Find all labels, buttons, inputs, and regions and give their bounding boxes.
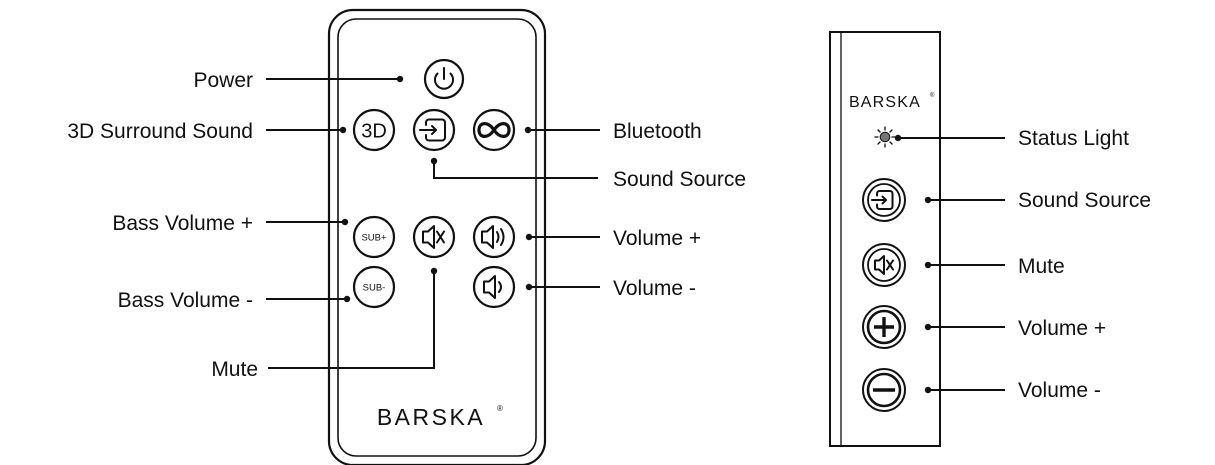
callout-bass-up: Bass Volume + bbox=[112, 212, 253, 235]
mute-icon bbox=[422, 225, 445, 249]
remote-power-button[interactable] bbox=[423, 58, 465, 100]
callout-3d-surround: 3D Surround Sound bbox=[67, 120, 253, 143]
remote-sub-minus-label: SUB- bbox=[363, 283, 386, 294]
mute-icon bbox=[874, 255, 894, 275]
callout-soundbar-volume-up: Volume + bbox=[1018, 317, 1106, 340]
callout-power: Power bbox=[193, 69, 253, 92]
remote-brand-logo: BARSKA ® bbox=[377, 404, 503, 430]
power-icon bbox=[434, 72, 454, 90]
remote-bass-down-button[interactable]: SUB- bbox=[352, 265, 396, 309]
callout-remote-mute: Mute bbox=[211, 358, 258, 381]
input-source-icon bbox=[871, 190, 894, 210]
remote-bass-up-button[interactable]: SUB+ bbox=[352, 215, 396, 259]
callout-remote-volume-down: Volume - bbox=[613, 277, 696, 300]
callout-soundbar-volume-down: Volume - bbox=[1018, 379, 1101, 402]
soundbar-volume-down-button[interactable] bbox=[862, 368, 906, 412]
speaker-soft-icon bbox=[483, 275, 502, 299]
callout-bluetooth: Bluetooth bbox=[613, 120, 702, 143]
bluetooth-infinity-icon bbox=[477, 122, 511, 138]
remote-3d-button[interactable]: 3D bbox=[352, 108, 396, 152]
soundbar-source-button[interactable] bbox=[862, 178, 906, 222]
remote-volume-up-button[interactable] bbox=[472, 215, 516, 259]
soundbar-brand-text: BARSKA bbox=[849, 94, 921, 111]
callout-remote-volume-up: Volume + bbox=[613, 227, 701, 250]
remote-mute-button[interactable] bbox=[412, 215, 456, 259]
soundbar-mute-button[interactable] bbox=[862, 243, 906, 287]
callout-bass-down: Bass Volume - bbox=[118, 289, 253, 312]
remote-source-button[interactable] bbox=[412, 108, 456, 152]
soundbar-panel: BARSKA ® bbox=[829, 31, 1151, 447]
input-source-icon bbox=[419, 118, 446, 142]
remote-brand-mark: ® bbox=[497, 404, 503, 413]
remote-volume-down-button[interactable] bbox=[472, 265, 516, 309]
soundbar-volume-up-button[interactable] bbox=[862, 305, 906, 349]
remote-callout-lines bbox=[266, 75, 600, 369]
speaker-loud-icon bbox=[481, 225, 505, 249]
remote-control: 3D SUB+ bbox=[67, 8, 746, 465]
soundbar-brand-logo: BARSKA ® bbox=[849, 92, 935, 111]
callout-soundbar-mute: Mute bbox=[1018, 255, 1065, 278]
status-light-indicator bbox=[874, 126, 896, 148]
remote-sub-plus-label: SUB+ bbox=[361, 233, 387, 244]
callout-soundbar-sound-source: Sound Source bbox=[1018, 189, 1151, 212]
callout-status-light: Status Light bbox=[1018, 127, 1129, 150]
soundbar-panel-outline bbox=[829, 31, 941, 447]
soundbar-callout-lines bbox=[894, 134, 1005, 394]
remote-bluetooth-button[interactable] bbox=[472, 108, 516, 152]
remote-brand-text: BARSKA bbox=[377, 404, 485, 430]
remote-3d-label: 3D bbox=[361, 121, 387, 143]
callout-remote-sound-source: Sound Source bbox=[613, 168, 746, 191]
soundbar-brand-mark: ® bbox=[930, 92, 935, 99]
plus-icon bbox=[874, 317, 894, 337]
